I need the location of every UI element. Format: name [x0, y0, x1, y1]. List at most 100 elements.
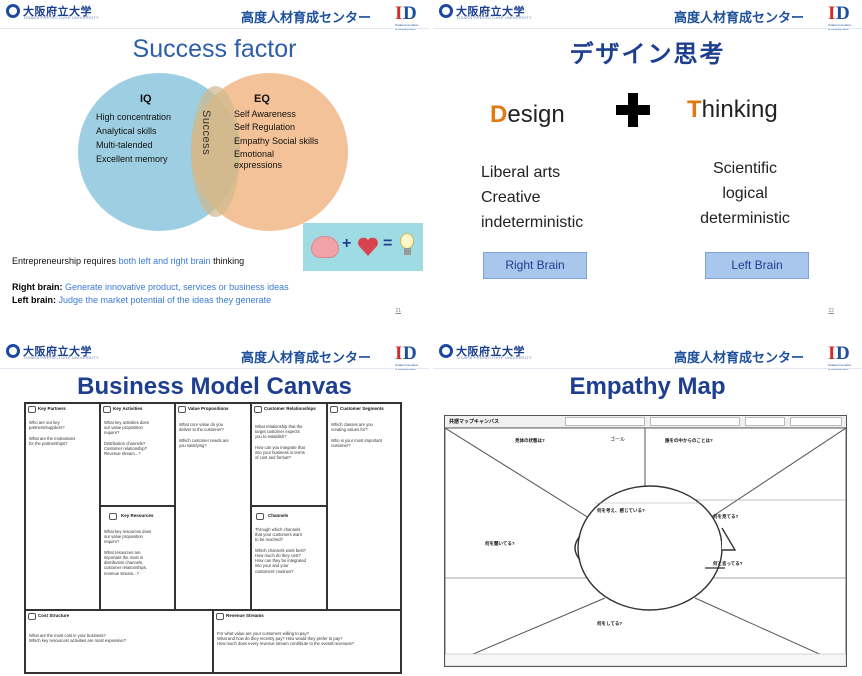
- iq-list: High concentration Analytical skills Mul…: [96, 110, 171, 166]
- entre-highlight: both left and right brain: [118, 256, 211, 266]
- design-rest: esign: [507, 101, 565, 128]
- gift-icon: [178, 406, 186, 413]
- venn-overlap: [191, 86, 240, 217]
- thinking-trait: Scientific: [712, 160, 778, 177]
- id-logo-subtitle: Osaka Innovation & Development: [395, 363, 419, 371]
- cell-title: Revenue Streams: [226, 613, 264, 618]
- university-name: 大阪府立大学: [456, 346, 525, 358]
- iq-item: High concentration: [96, 112, 172, 122]
- eq-item: Emotional expressions: [234, 149, 283, 170]
- eq-item: Empathy Social skills: [234, 136, 319, 146]
- university-logo: 大阪府立大学: [439, 3, 525, 19]
- page-number: 22: [828, 308, 834, 314]
- right-brain-button: Right Brain: [483, 252, 587, 279]
- business-model-canvas: Key Partners Who are our key partners/su…: [24, 402, 402, 674]
- lightbulb-icon: [400, 233, 414, 249]
- header-field: [745, 417, 785, 426]
- cell-questions: What are the most cost in your business?…: [29, 633, 127, 644]
- page-number: 21: [395, 308, 401, 314]
- thinking-trait: logical: [722, 185, 768, 202]
- people-icon: [330, 406, 338, 413]
- money-bag-icon: [216, 613, 224, 620]
- university-emblem-icon: [6, 344, 20, 358]
- empathy-map-header-row: 共感マップキャンバス: [445, 416, 846, 428]
- cell-title: Key Partners: [38, 406, 66, 411]
- header-divider: [433, 28, 862, 29]
- bmc-key-partners: Key Partners Who are our key partners/su…: [25, 403, 100, 610]
- cell-title: Key Activities: [113, 406, 143, 411]
- cell-questions: What core value do you deliver to the cu…: [179, 422, 229, 448]
- bmc-revenue-streams: Revenue Streams For what value are your …: [213, 610, 401, 673]
- university-logo: 大阪府立大学: [439, 343, 525, 359]
- university-logo: 大阪府立大学: [6, 343, 92, 359]
- cell-title: Key Resources: [121, 513, 154, 518]
- entrepreneurship-statement: Entrepreneurship requires both left and …: [12, 256, 244, 266]
- cell-title: Channels: [268, 513, 289, 518]
- bmc-cost-structure: Cost Structure What are the most cost in…: [25, 610, 213, 673]
- canvas-label: 共感マップキャンバス: [449, 419, 500, 425]
- section-top-left: 見体の状態は?: [515, 438, 545, 443]
- cell-questions: Through which channels that your custome…: [255, 527, 306, 574]
- header-field: [790, 417, 842, 426]
- id-logo-subtitle: Osaka Innovation & Development: [395, 23, 419, 31]
- university-subtitle: OSAKA PREFECTURE UNIVERSITY: [457, 15, 533, 20]
- truck-icon: [256, 513, 264, 520]
- checklist-icon: [103, 406, 111, 413]
- eq-heading: EQ: [254, 93, 270, 105]
- university-name: 大阪府立大学: [456, 6, 525, 18]
- id-logo-subtitle: Osaka Innovation & Development: [828, 363, 852, 371]
- cell-questions: What key activities does our value propo…: [104, 420, 149, 457]
- price-tag-icon: [28, 613, 36, 620]
- section-top-right: 誰をの中からのことは?: [665, 438, 713, 443]
- bmc-channels: Channels Through which channels that you…: [251, 506, 327, 610]
- design-trait: indeterministic: [481, 214, 584, 231]
- section-say: 何と言ってる?: [713, 561, 743, 566]
- left-brain-button: Left Brain: [705, 252, 809, 279]
- design-trait: Liberal arts: [481, 164, 561, 181]
- cell-questions: Who are our key partners/suppliers? What…: [29, 420, 76, 446]
- left-brain-line: Left brain: Judge the market potential o…: [12, 295, 271, 305]
- slide-title: Empathy Map: [569, 373, 726, 400]
- university-subtitle: OSAKA PREFECTURE UNIVERSITY: [24, 355, 100, 360]
- heart-icon: [358, 237, 378, 256]
- heart-icon: [254, 406, 262, 413]
- header-divider: [433, 368, 862, 369]
- bmc-customer-segments: Customer Segments Which classes are you …: [327, 403, 401, 610]
- iq-heading: IQ: [140, 93, 152, 105]
- eq-item: Self Awareness: [234, 109, 296, 119]
- empathy-map-canvas: 共感マップキャンバス ゴール 見体の状態は? 誰をの中からのことは? 何を考え、…: [444, 415, 847, 667]
- id-logo-subtitle: Osaka Innovation & Development: [828, 23, 852, 31]
- slide-header: 大阪府立大学 OSAKA PREFECTURE UNIVERSITY 高度人材育…: [0, 0, 429, 31]
- left-brain-label: Left brain:: [12, 295, 56, 305]
- cell-questions: What key resources does our value propos…: [104, 529, 152, 576]
- bmc-value-propositions: Value Propositions What core value do yo…: [175, 403, 251, 610]
- brain-icon: [311, 236, 339, 258]
- slide-business-model-canvas: 大阪府立大学 OSAKA PREFECTURE UNIVERSITY 高度人材育…: [0, 340, 429, 676]
- slide-header: 大阪府立大学 OSAKA PREFECTURE UNIVERSITY 高度人材育…: [433, 340, 862, 371]
- thinking-word: Thinking: [687, 96, 778, 124]
- entre-prefix: Entrepreneurship requires: [12, 256, 119, 266]
- plus-icon: +: [342, 235, 352, 252]
- university-emblem-icon: [439, 344, 453, 358]
- link-icon: [28, 406, 36, 413]
- cell-questions: Which classes are you creating values fo…: [331, 422, 382, 448]
- university-emblem-icon: [439, 4, 453, 18]
- section-hear: 何を聞いてる?: [485, 541, 515, 546]
- university-subtitle: OSAKA PREFECTURE UNIVERSITY: [457, 355, 533, 360]
- header-field: [565, 417, 645, 426]
- bmc-customer-relationships: Customer Relationships What relationship…: [251, 403, 327, 506]
- center-name: 高度人材育成センター: [240, 10, 371, 25]
- thinking-initial: T: [687, 96, 702, 123]
- slide-header: 大阪府立大学 OSAKA PREFECTURE UNIVERSITY 高度人材育…: [0, 340, 429, 371]
- brain-plus-heart-illustration: + =: [303, 223, 423, 271]
- iq-item: Excellent memory: [96, 154, 168, 164]
- left-brain-text: Judge the market potential of the ideas …: [56, 295, 272, 305]
- university-emblem-icon: [6, 4, 20, 18]
- center-name: 高度人材育成センター: [673, 350, 804, 365]
- section-see: 何を見てる?: [713, 514, 739, 519]
- header-field: [650, 417, 740, 426]
- empathy-map-diagram: [445, 428, 846, 666]
